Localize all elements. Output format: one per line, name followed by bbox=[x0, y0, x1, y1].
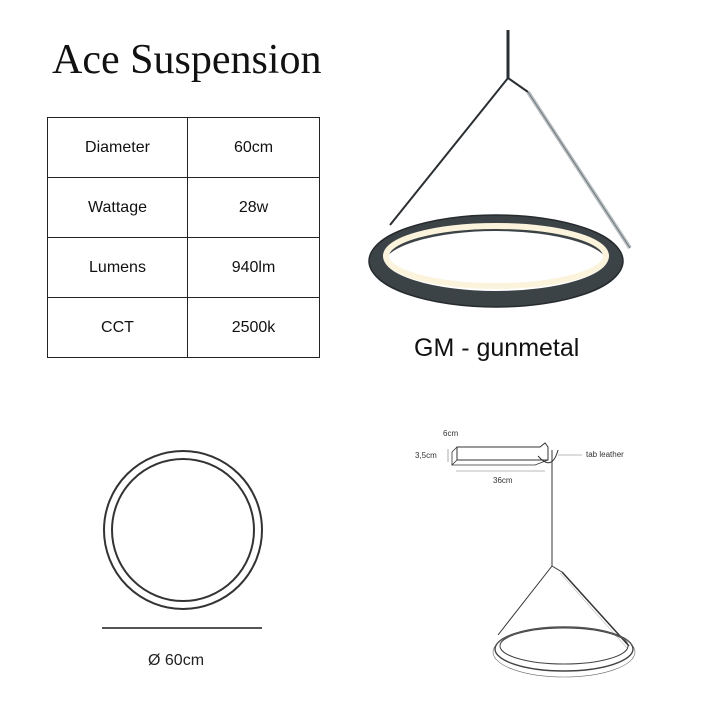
length-dimension-label: 36cm bbox=[493, 476, 513, 485]
spec-value: 28w bbox=[187, 177, 320, 238]
top-view-drawing: Ø 60cm bbox=[102, 450, 263, 669]
depth-dimension-label: 3,5cm bbox=[415, 451, 437, 460]
spec-label: CCT bbox=[47, 297, 188, 358]
diameter-dimension-label: Ø 60cm bbox=[148, 652, 204, 669]
spec-value: 60cm bbox=[187, 117, 320, 178]
spec-value: 2500k bbox=[187, 297, 320, 358]
height-dimension-label: 6cm bbox=[443, 429, 458, 438]
spec-label: Wattage bbox=[47, 177, 188, 238]
spec-table: Diameter 60cm Wattage 28w Lumens 940lm C… bbox=[47, 117, 320, 358]
finish-label: GM - gunmetal bbox=[414, 334, 580, 362]
spec-row-wattage: Wattage 28w bbox=[47, 177, 320, 238]
product-photo bbox=[368, 30, 632, 308]
technical-drawing: 6cm 3,5cm 36cm tab leather bbox=[415, 429, 636, 678]
product-title: Ace Suspension bbox=[52, 37, 322, 83]
spec-label: Diameter bbox=[47, 117, 188, 178]
spec-row-cct: CCT 2500k bbox=[47, 297, 320, 358]
tab-leather-callout: tab leather bbox=[586, 450, 624, 459]
spec-value: 940lm bbox=[187, 237, 320, 298]
spec-row-diameter: Diameter 60cm bbox=[47, 117, 320, 178]
spec-row-lumens: Lumens 940lm bbox=[47, 237, 320, 298]
spec-label: Lumens bbox=[47, 237, 188, 298]
